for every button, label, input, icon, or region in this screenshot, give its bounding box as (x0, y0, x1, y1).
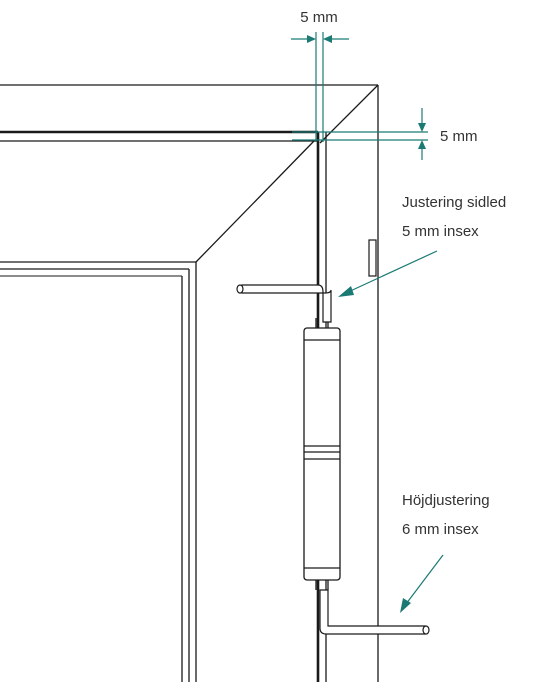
frame-striker (368, 239, 377, 277)
allen-key-icon (319, 589, 430, 635)
callout-side-adjustment: Justering sidled 5 mm insex (338, 194, 506, 297)
glass-panel (0, 261, 197, 682)
allen-key-icon (236, 284, 332, 323)
side-adjust-tool: 5 mm insex (402, 223, 479, 240)
callout-height-adjustment: Höjdjustering 6 mm insex (400, 492, 490, 613)
dimension-horizontal: 5 mm (291, 9, 349, 142)
height-adjust-tool: 6 mm insex (402, 521, 479, 538)
dimension-vertical: 5 mm (292, 108, 478, 160)
outer-frame (0, 84, 379, 682)
height-adjust-title: Höjdjustering (402, 492, 490, 509)
door-hinge-icon (303, 318, 341, 590)
dimension-horizontal-label: 5 mm (300, 9, 338, 26)
dimension-vertical-label: 5 mm (440, 128, 478, 145)
door-sash (0, 130, 327, 682)
side-adjust-title: Justering sidled (402, 194, 506, 211)
